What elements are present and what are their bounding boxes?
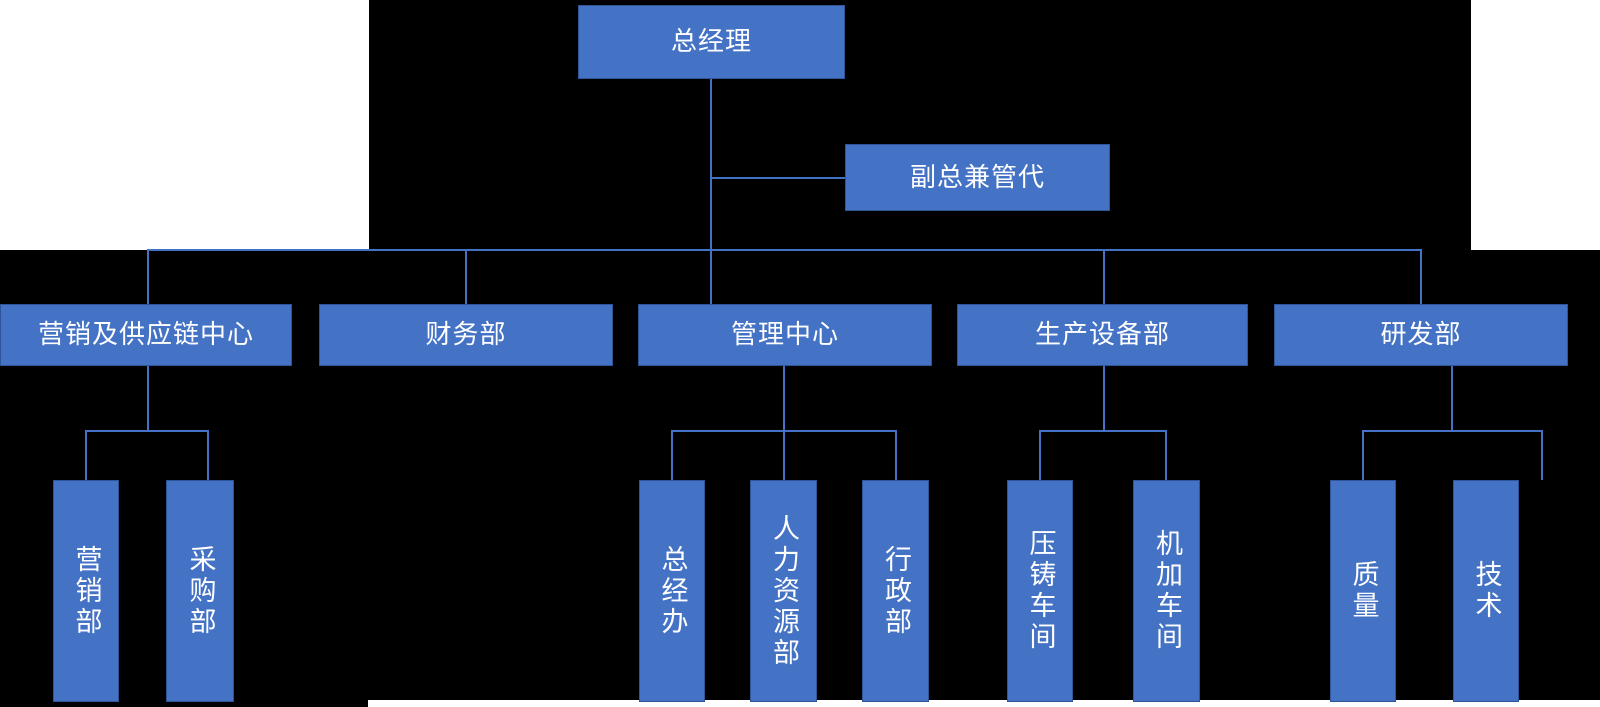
node-marketing-supply-chain-center[interactable]: 营销及供应链中心 xyxy=(0,304,292,366)
connector-mgmt-drop-hr xyxy=(783,430,785,480)
connector-mgmt-drop-gmoffice xyxy=(671,430,673,480)
node-label-machining-workshop: 机加车间 xyxy=(1152,529,1183,653)
node-label-sales-department: 营销部 xyxy=(71,544,102,638)
node-purchasing-department[interactable]: 采购部 xyxy=(166,480,234,702)
node-quality-unit[interactable]: 质量 xyxy=(1330,480,1396,702)
node-administration-department[interactable]: 行政部 xyxy=(862,480,929,702)
connector-mkt-trunk xyxy=(147,365,149,431)
node-general-manager[interactable]: 总经理 xyxy=(578,5,845,79)
node-production-equipment-department[interactable]: 生产设备部 xyxy=(957,304,1248,366)
node-label-management-center: 管理中心 xyxy=(730,319,839,350)
node-gm-office[interactable]: 总经办 xyxy=(639,480,705,702)
node-label-quality-unit: 质量 xyxy=(1348,560,1379,622)
node-rd-department[interactable]: 研发部 xyxy=(1274,304,1568,366)
node-label-technology-unit: 技术 xyxy=(1471,560,1502,622)
connector-rd-bus xyxy=(1362,430,1542,432)
node-label-purchasing-department: 采购部 xyxy=(185,544,216,638)
node-label-production-equipment-department: 生产设备部 xyxy=(1034,319,1170,350)
connector-mkt-drop-purchase xyxy=(207,430,209,480)
connector-gm-to-deputy xyxy=(710,177,846,179)
connector-prod-trunk xyxy=(1103,365,1105,431)
node-machining-workshop[interactable]: 机加车间 xyxy=(1133,480,1200,702)
node-hr-department[interactable]: 人力资源部 xyxy=(750,480,817,702)
node-label-deputy-gm: 副总兼管代 xyxy=(909,161,1045,192)
backdrop-top xyxy=(369,0,1471,250)
connector-drop-mgmt xyxy=(710,249,712,305)
connector-mgmt-trunk xyxy=(783,365,785,431)
node-label-die-casting-workshop: 压铸车间 xyxy=(1025,529,1056,653)
connector-prod-drop-diecast xyxy=(1039,430,1041,480)
node-label-administration-department: 行政部 xyxy=(881,544,912,638)
connector-level3-bus xyxy=(147,249,1421,251)
node-sales-department[interactable]: 营销部 xyxy=(53,480,119,702)
connector-gm-trunk xyxy=(710,79,712,251)
node-label-rd-department: 研发部 xyxy=(1380,319,1462,350)
node-label-hr-department: 人力资源部 xyxy=(769,513,800,669)
node-label-general-manager: 总经理 xyxy=(670,26,752,57)
connector-prod-bus xyxy=(1039,430,1167,432)
connector-drop-prod xyxy=(1103,249,1105,305)
connector-drop-fin xyxy=(465,249,467,305)
connector-drop-rd xyxy=(1420,249,1422,305)
connector-rd-drop-tech xyxy=(1541,430,1543,480)
node-label-finance-department: 财务部 xyxy=(425,319,507,350)
connector-mkt-drop-sales xyxy=(85,430,87,480)
connector-prod-drop-machining xyxy=(1165,430,1167,480)
connector-rd-drop-quality xyxy=(1362,430,1364,480)
connector-rd-trunk xyxy=(1451,365,1453,431)
backdrop-bottom-left xyxy=(0,700,368,707)
connector-drop-mkt xyxy=(147,249,149,305)
node-finance-department[interactable]: 财务部 xyxy=(319,304,613,366)
node-deputy-gm[interactable]: 副总兼管代 xyxy=(845,144,1110,211)
node-label-gm-office: 总经办 xyxy=(657,544,688,638)
node-die-casting-workshop[interactable]: 压铸车间 xyxy=(1007,480,1073,702)
connector-mgmt-drop-admin xyxy=(895,430,897,480)
node-management-center[interactable]: 管理中心 xyxy=(638,304,932,366)
node-label-marketing-supply-chain-center: 营销及供应链中心 xyxy=(37,319,254,350)
node-technology-unit[interactable]: 技术 xyxy=(1453,480,1519,702)
connector-mkt-bus xyxy=(85,430,209,432)
